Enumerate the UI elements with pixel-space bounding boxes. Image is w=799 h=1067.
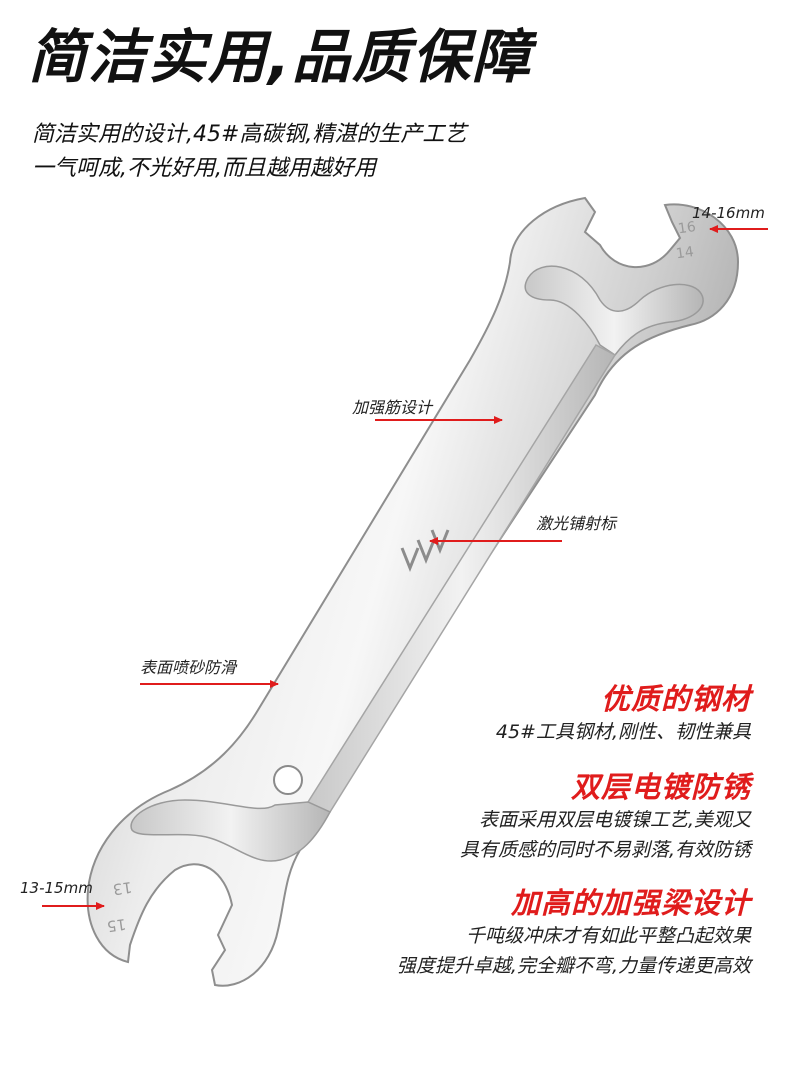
top-stamp-upper: 16 (677, 219, 697, 237)
feature-beam: 加高的加强梁设计 千吨级冲床才有如此平整凸起效果 强度提升卓越,完全瓣不弯,力量… (397, 886, 751, 981)
feature-steel-line-1: 45#工具钢材,刚性、韧性兼具 (495, 720, 751, 743)
laser-callout-label: 激光铺射标 (536, 514, 617, 533)
laser-logo-mark (400, 529, 450, 573)
page-headline: 简洁实用,品质保障 (28, 23, 533, 91)
feature-plating-line-2: 具有质感的同时不易剥落,有效防锈 (459, 838, 751, 861)
top-jaw-size-label: 14-16mm (692, 204, 765, 222)
feature-beam-title: 加高的加强梁设计 (510, 886, 751, 920)
top-rib (524, 265, 704, 357)
feature-steel-title: 优质的钢材 (600, 682, 751, 716)
feature-steel: 优质的钢材 45#工具钢材,刚性、韧性兼具 (496, 682, 751, 747)
feature-beam-line-2: 强度提升卓越,完全瓣不弯,力量传递更高效 (396, 954, 751, 977)
intro-line-1: 简洁实用的设计,45#高碳钢,精湛的生产工艺 (32, 122, 467, 147)
bottom-stamp-lower: 15 (106, 915, 127, 935)
feature-plating: 双层电镀防锈 表面采用双层电镀镍工艺,美观又 具有质感的同时不易剥落,有效防锈 (460, 770, 751, 865)
rib-callout-label: 加强筋设计 (352, 398, 433, 417)
feature-plating-title: 双层电镀防锈 (570, 770, 751, 804)
bottom-stamp-upper: 13 (112, 878, 133, 898)
intro-line-2: 一气呵成,不光好用,而且越用越好用 (32, 156, 376, 181)
top-stamp-lower: 14 (675, 244, 695, 262)
bottom-rib (130, 799, 332, 862)
bottom-jaw-size-label: 13-15mm (20, 879, 93, 897)
feature-beam-line-1: 千吨级冲床才有如此平整凸起效果 (465, 924, 751, 947)
feature-plating-line-1: 表面采用双层电镀镍工艺,美观又 (478, 808, 751, 831)
sandblast-callout-label: 表面喷砂防滑 (140, 658, 237, 677)
intro-text: 简洁实用的设计,45#高碳钢,精湛的生产工艺 一气呵成,不光好用,而且越用越好用 (32, 118, 466, 186)
hanging-hole (273, 765, 303, 795)
